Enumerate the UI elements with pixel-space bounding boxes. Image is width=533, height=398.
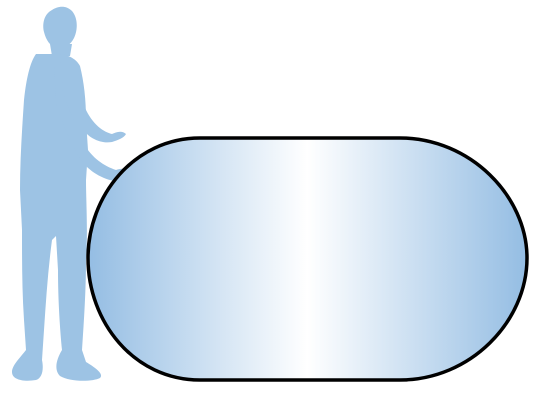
oval-panel (88, 138, 527, 380)
